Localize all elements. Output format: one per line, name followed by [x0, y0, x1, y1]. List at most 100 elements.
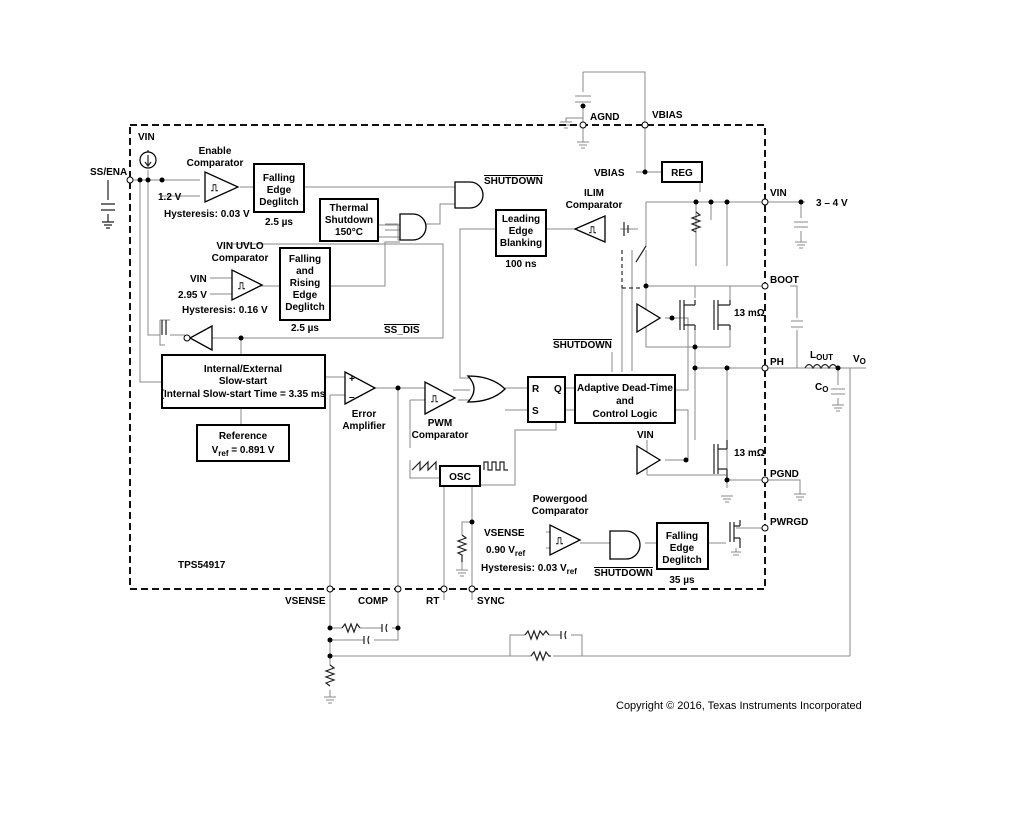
mosfets [161, 300, 741, 548]
error-amplifier-line-2: Amplifier [342, 421, 385, 432]
shutdown-label: SHUTDOWN [484, 176, 543, 187]
pin-agnd: AGND [590, 112, 619, 123]
pin-ss-ena: SS/ENA [90, 167, 127, 178]
uvlo-deglitch-block [279, 247, 331, 321]
vo-sub: O [860, 357, 866, 366]
lout-sub: OUT [816, 353, 833, 362]
pwrgd-deglitch-line-2: Edge [670, 543, 695, 554]
pin-vsense: VSENSE [285, 596, 326, 607]
pg-vsense-label: VSENSE [484, 528, 525, 539]
copyright: Copyright © 2016, Texas Instruments Inco… [616, 700, 862, 712]
powergood-comparator [549, 523, 582, 557]
dead-time-line-2: and [616, 396, 634, 407]
pg-hysteresis-label: Hysteresis: 0.03 Vref [481, 563, 577, 576]
low-side-driver [636, 444, 662, 476]
co-sub: O [822, 385, 828, 394]
uvlo-deglitch-line-5: Deglitch [285, 302, 324, 313]
rdson-high-label: 13 mΩ [734, 308, 765, 319]
ilim-comparator-line-2: Comparator [566, 200, 623, 211]
pwrgd-deglitch-time: 35 µs [669, 575, 695, 586]
pwm-comparator-line-2: Comparator [412, 430, 469, 441]
inductor-lout [804, 363, 838, 370]
thermal-shutdown-block [319, 198, 379, 242]
enable-deglitch-line-1: Falling [263, 173, 295, 184]
uvlo-deglitch-time: 2.5 µs [291, 323, 319, 334]
co-label: CO [815, 382, 828, 394]
reg-block [661, 161, 703, 183]
schmitt-icon-enable: ⎍ [210, 183, 219, 194]
shutdown-pg-label: SHUTDOWN [594, 568, 653, 579]
enable-deglitch-line-2: Edge [267, 185, 292, 196]
rs-q: Q [554, 384, 562, 395]
ilim-comparator [573, 215, 606, 243]
rs-latch-block [527, 376, 566, 423]
pin-markers [126, 121, 769, 593]
vin-supply-label: 3 – 4 V [816, 198, 848, 209]
ss-dis-buffer [188, 324, 213, 352]
slow-start-line-1: Internal/External [204, 364, 283, 375]
thermal-shutdown-line-3: 150°C [335, 227, 363, 238]
enable-threshold: 1.2 V [158, 192, 182, 203]
uvlo-comparator-line-1: VIN UVLO [216, 241, 263, 252]
uvlo-hysteresis: Hysteresis: 0.16 V [182, 305, 268, 316]
leb-line-3: Blanking [500, 238, 542, 249]
schmitt-icon-pwm: ⎍ [430, 394, 439, 405]
ss-ena-capacitor [101, 180, 115, 229]
rs-s: S [532, 406, 539, 417]
uvlo-deglitch-line-2: and [296, 266, 314, 277]
lout-label: LOUT [810, 350, 833, 362]
shutdown-dt-label: SHUTDOWN [553, 340, 612, 351]
slow-start-line-2: Slow-start [219, 376, 268, 387]
leb-line-2: Edge [509, 226, 534, 237]
thermal-and-gate [399, 213, 427, 241]
pwm-comparator [424, 380, 457, 416]
part-number: TPS54917 [178, 560, 226, 571]
pin-pwrgd: PWRGD [770, 517, 808, 528]
pwm-comparator-line-1: PWM [428, 418, 452, 429]
schmitt-icon-powergood: ⎍ [555, 536, 564, 547]
slow-start-block [161, 354, 326, 409]
uvlo-comparator-line-2: Comparator [212, 253, 269, 264]
uvlo-deglitch-line-4: Edge [293, 290, 318, 301]
reference-block [196, 424, 290, 462]
boot-switch [635, 245, 647, 263]
thermal-shutdown-line-1: Thermal [330, 203, 369, 214]
boot-control-line [621, 250, 640, 289]
uvlo-vin: VIN [190, 274, 207, 285]
junction-dots [137, 103, 841, 659]
pin-sync: SYNC [477, 596, 505, 607]
uvlo-deglitch-line-3: Rising [290, 278, 321, 289]
error-amp-minus: – [349, 392, 355, 403]
enable-hysteresis: Hysteresis: 0.03 V [164, 209, 250, 220]
vin-top-label: VIN [138, 132, 155, 143]
pwrgd-deglitch-line-3: Deglitch [662, 555, 701, 566]
error-amplifier [344, 370, 377, 406]
pg-threshold-sub: ref [515, 549, 526, 558]
pin-ph: PH [770, 357, 784, 368]
enable-comparator-line-2: Comparator [187, 158, 244, 169]
powergood-and-gate [609, 530, 641, 560]
powergood-comparator-line-2: Comparator [532, 506, 589, 517]
dead-time-line-1: Adaptive Dead-Time [577, 383, 673, 394]
vo-label: VO [853, 354, 866, 366]
uvlo-comparator [231, 268, 264, 302]
osc-label: OSC [449, 472, 471, 483]
pg-hysteresis-sub: ref [567, 567, 578, 576]
high-side-driver [636, 302, 662, 334]
vin-low-driver-label: VIN [637, 430, 654, 441]
ss-dis-label: SS_DIS [384, 325, 420, 336]
enable-deglitch-line-3: Deglitch [259, 197, 298, 208]
dead-time-line-3: Control Logic [593, 409, 658, 420]
schmitt-icon-uvlo: ⎍ [237, 281, 246, 292]
schmitt-icon-ilim: ⎍ [588, 225, 597, 236]
reference-label: Reference [219, 431, 268, 442]
pin-boot: BOOT [770, 275, 799, 286]
clock-waveform [483, 461, 508, 471]
pwrgd-deglitch-line-1: Falling [666, 531, 698, 542]
current-source [139, 150, 157, 169]
enable-comparator [204, 170, 240, 204]
rs-r: R [532, 384, 540, 395]
error-amp-plus: + [349, 374, 355, 385]
powergood-comparator-line-1: Powergood [533, 494, 587, 505]
